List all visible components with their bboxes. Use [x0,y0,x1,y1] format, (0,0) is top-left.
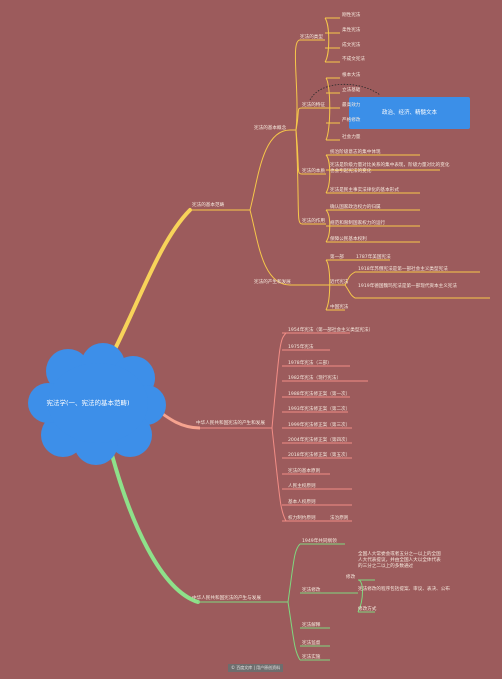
node-types[interactable]: 宪法的类型 [300,35,323,40]
callout-label: 政治、经济、精髓文本 [381,110,437,116]
function-item[interactable]: 规范和限制国家权力的运行 [330,221,386,226]
feature-item[interactable]: 社会力量 [342,135,361,140]
node-concept[interactable]: 宪法的基本范畴 [192,203,225,208]
callout-arrow [309,83,381,101]
essence-item[interactable]: 宪法是阶级力量对比关系的集中表现，阶级力量对比的变化也会引起宪法的变化 [330,163,450,174]
amend-item[interactable]: 全国人大常委会或者五分之一以上的全国人大代表提议，并由全国人大以全体代表的三分之… [358,552,441,569]
node-modern[interactable]: 近代宪法 [330,280,349,285]
node-basic-concept[interactable]: 宪法的基本概念 [254,126,287,131]
node-supervise[interactable]: 宪法监督 [302,641,321,646]
node-interpret[interactable]: 宪法解释 [302,623,321,628]
node-china[interactable]: 中国宪法 [330,305,349,310]
essence-item[interactable]: 宪法是民主事实法律化的基本形式 [330,188,399,193]
feature-item[interactable]: 严格修改 [342,118,361,123]
node-history[interactable]: 中华人民共和国宪法的产生与发展 [192,596,261,601]
function-item[interactable]: 保障公民基本权利 [330,237,367,242]
branch-yellow-main [110,208,192,357]
feature-item[interactable]: 立法基础 [342,88,361,93]
development-item[interactable]: 权力制约原则 [288,516,316,521]
development-item[interactable]: 1993年宪法修正案（第二次） [288,407,351,412]
callout-box[interactable]: 政治、经济、精髓文本 [349,97,470,129]
development-item[interactable]: 1999年宪法修正案（第三次） [288,423,351,428]
development-item[interactable]: 2018年宪法修正案（第五次） [288,453,351,458]
yellow-connectors [190,17,490,311]
footer-watermark: © 百度文库 | 用户原创资料 [228,664,284,672]
node-development-main[interactable]: 中华人民共和国宪法的产生和发展 [196,421,265,426]
development-item[interactable]: 基本人权原则 [288,500,316,505]
type-item[interactable]: 柔性宪法 [342,28,361,33]
development-item[interactable]: 2004年宪法修正案（第四次） [288,438,351,443]
node-first[interactable]: 第一部 [330,255,344,260]
feature-item[interactable]: 根本大法 [342,73,361,78]
type-item[interactable]: 不成文宪法 [342,57,365,62]
salmon-connectors [200,332,368,522]
node-function[interactable]: 宪法的作用 [302,219,325,224]
function-item[interactable]: 确认国家政治权力的归属 [330,205,381,210]
amend-item[interactable]: 修改方式 [358,607,377,612]
node-essence[interactable]: 宪法的本质 [302,169,325,174]
root-label[interactable]: 宪法学(一、宪法的基本范畴) [46,399,130,407]
development-item[interactable]: 人民主权原则 [288,484,316,489]
node-amend[interactable]: 宪法修改 [302,588,321,593]
root-cloud [28,343,166,465]
development-item[interactable]: 1978年宪法（三部） [288,361,332,366]
node-amend-detail[interactable]: 修改 [346,575,356,580]
type-item[interactable]: 成文宪法 [342,43,361,48]
development-item[interactable]: 1954年宪法（第一部社会主义类型宪法） [288,328,374,333]
first-value[interactable]: 1787年美国宪法 [356,255,391,260]
amend-item[interactable]: 宪法修改的程序包括提案、审议、表决、公布 [358,587,450,592]
development-item[interactable]: 1975年宪法 [288,345,314,350]
development-item[interactable]: 法治原则 [330,516,349,521]
branch-green-main [110,453,200,604]
green-connectors [198,543,375,661]
type-item[interactable]: 刚性宪法 [342,13,361,18]
history-top[interactable]: 1949年共同纲领 [302,539,337,544]
node-development[interactable]: 宪法的产生和发展 [254,280,291,285]
node-features[interactable]: 宪法的特征 [302,103,325,108]
development-item[interactable]: 1988年宪法修正案（第一次） [288,392,351,397]
modern-item[interactable]: 1919年德国魏玛宪法是第一部现代资本主义宪法 [358,284,457,289]
node-sunken[interactable]: 宪法实施 [302,655,321,660]
essence-item[interactable]: 统治阶级意志的集中体现 [330,150,381,155]
development-item[interactable]: 宪法的基本原则 [288,469,321,474]
development-item[interactable]: 1982年宪法（现行宪法） [288,376,342,381]
modern-item[interactable]: 1918年苏俄宪法是第一部社会主义类型宪法 [358,267,448,272]
feature-item[interactable]: 最高效力 [342,103,361,108]
